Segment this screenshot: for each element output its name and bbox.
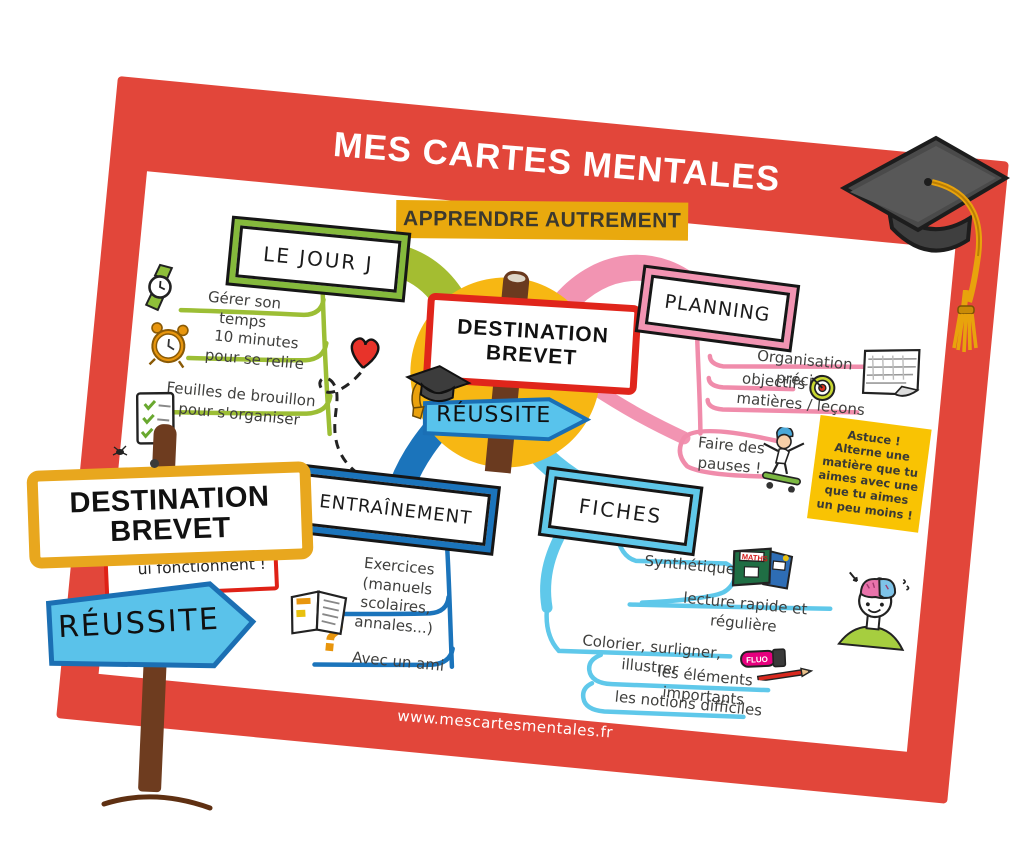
poster-subtitle: APPRENDRE AUTREMENT <box>395 200 689 241</box>
graduation-cap-icon <box>405 365 472 420</box>
mindmap-poster: MES CARTES MENTALES APPRENDRE AUTREMENT … <box>56 76 1009 804</box>
astuce-sticky-note: Astuce ! Alterne une matière que tu aime… <box>807 414 932 533</box>
book-icon <box>290 590 348 636</box>
highlighter-and-pencil-icon: FLUO <box>740 648 814 683</box>
skater-icon <box>762 425 805 493</box>
maths-boxes-icon: MATHS <box>731 547 794 590</box>
graduation-cap-icon <box>839 135 1010 303</box>
center-arrow-reussite <box>422 397 592 442</box>
heart-icon <box>350 337 380 369</box>
target-icon <box>809 374 836 401</box>
brain-head-icon <box>837 571 910 652</box>
pauses-bubble <box>677 428 779 479</box>
pole-top <box>507 273 526 283</box>
signpost-arrow-reussite <box>45 581 257 669</box>
watch-icon <box>144 263 174 312</box>
ground-arc <box>101 794 213 811</box>
bug-icon <box>112 445 128 456</box>
svg-text:FLUO: FLUO <box>746 655 768 665</box>
label-exercices: Exercices (manuels scolaires, annales...… <box>353 553 436 638</box>
bolt-icon <box>150 459 159 468</box>
tassel-icon <box>952 290 978 353</box>
svg-text:MATHS: MATHS <box>741 552 768 563</box>
dashed-path <box>318 371 369 482</box>
calendar-icon <box>861 348 921 397</box>
alarm-clock-icon <box>148 322 189 369</box>
signpost-destination-brevet: DESTINATION BREVET <box>26 461 314 569</box>
